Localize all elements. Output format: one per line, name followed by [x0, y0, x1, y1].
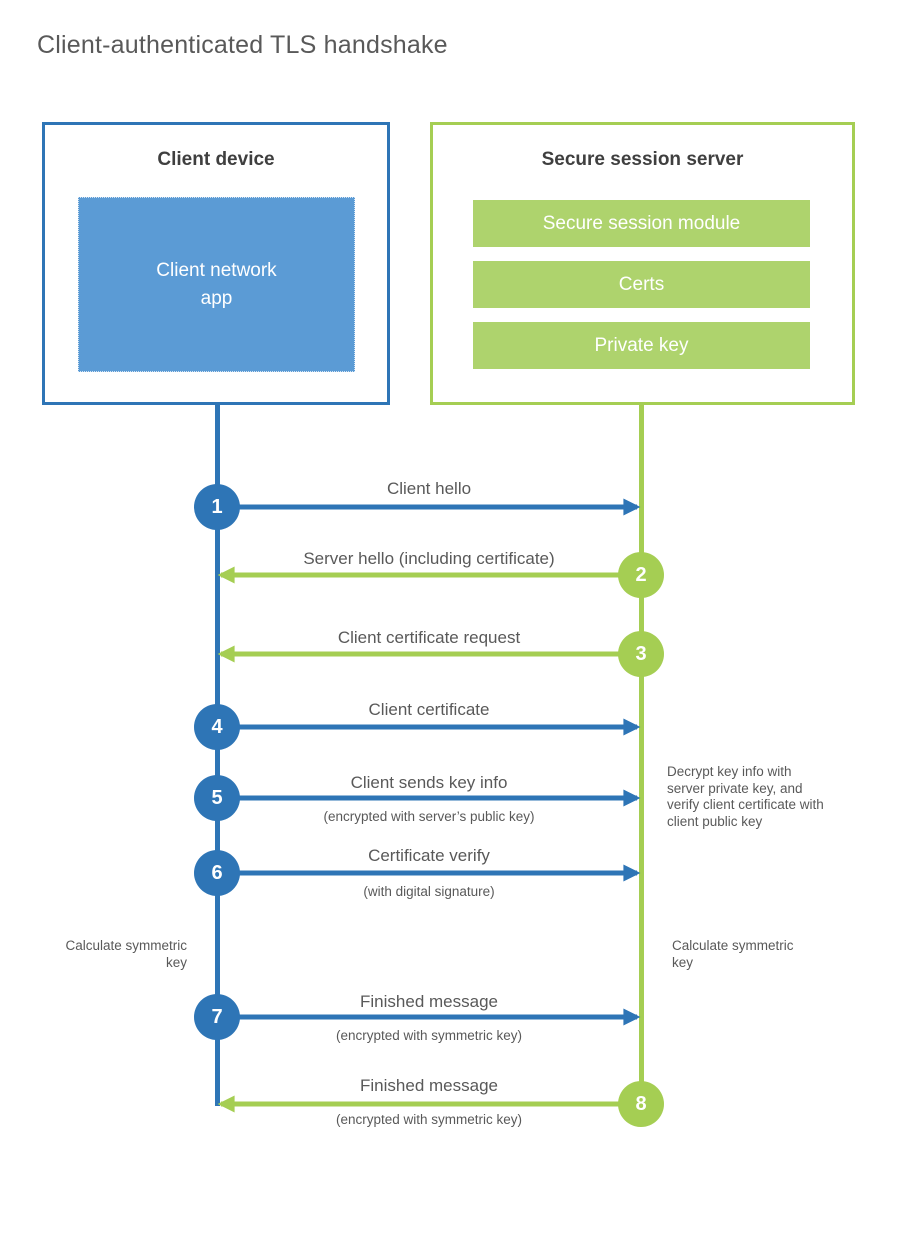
server-module-secure-session: Secure session module [473, 200, 810, 247]
calculate-key-note-server: Calculate symmetric key [672, 938, 794, 970]
step-circle-2: 2 [618, 552, 664, 598]
message-label-1: Client hello [386, 479, 472, 498]
message-label-4: Client certificate [368, 700, 490, 719]
message-label-6: Certificate verify [368, 846, 490, 865]
message-label-5: Client sends key info [350, 773, 508, 792]
server-module-certs: Certs [473, 261, 810, 308]
step-circle-4: 4 [194, 704, 240, 750]
message-label-7: Finished message [360, 992, 498, 1011]
step-circle-5: 5 [194, 775, 240, 821]
client-network-app-label: Client network app [156, 259, 277, 309]
message-label-8: Finished message [360, 1076, 498, 1095]
step-circle-6: 6 [194, 850, 240, 896]
page-title: Client-authenticated TLS handshake [37, 31, 448, 59]
secure-session-server-title: Secure session server [541, 149, 744, 170]
step-circle-3: 3 [618, 631, 664, 677]
step-circle-1: 1 [194, 484, 240, 530]
decrypt-key-note: Decrypt key info with server private key… [667, 764, 824, 830]
step-circle-7: 7 [194, 994, 240, 1040]
client-network-app-box: Client network app [78, 197, 355, 372]
calculate-key-note-client: Calculate symmetric key [65, 938, 187, 970]
message-label-3: Client certificate request [337, 628, 521, 647]
message-sublabel-5: (encrypted with server’s public key) [323, 809, 535, 824]
message-sublabel-7: (encrypted with symmetric key) [335, 1028, 523, 1043]
server-module-private-key: Private key [473, 322, 810, 369]
step-circle-8: 8 [618, 1081, 664, 1127]
message-sublabel-6: (with digital signature) [363, 884, 495, 899]
client-device-title: Client device [157, 149, 275, 170]
message-label-2: Server hello (including certificate) [303, 549, 555, 568]
message-sublabel-8: (encrypted with symmetric key) [335, 1112, 523, 1127]
